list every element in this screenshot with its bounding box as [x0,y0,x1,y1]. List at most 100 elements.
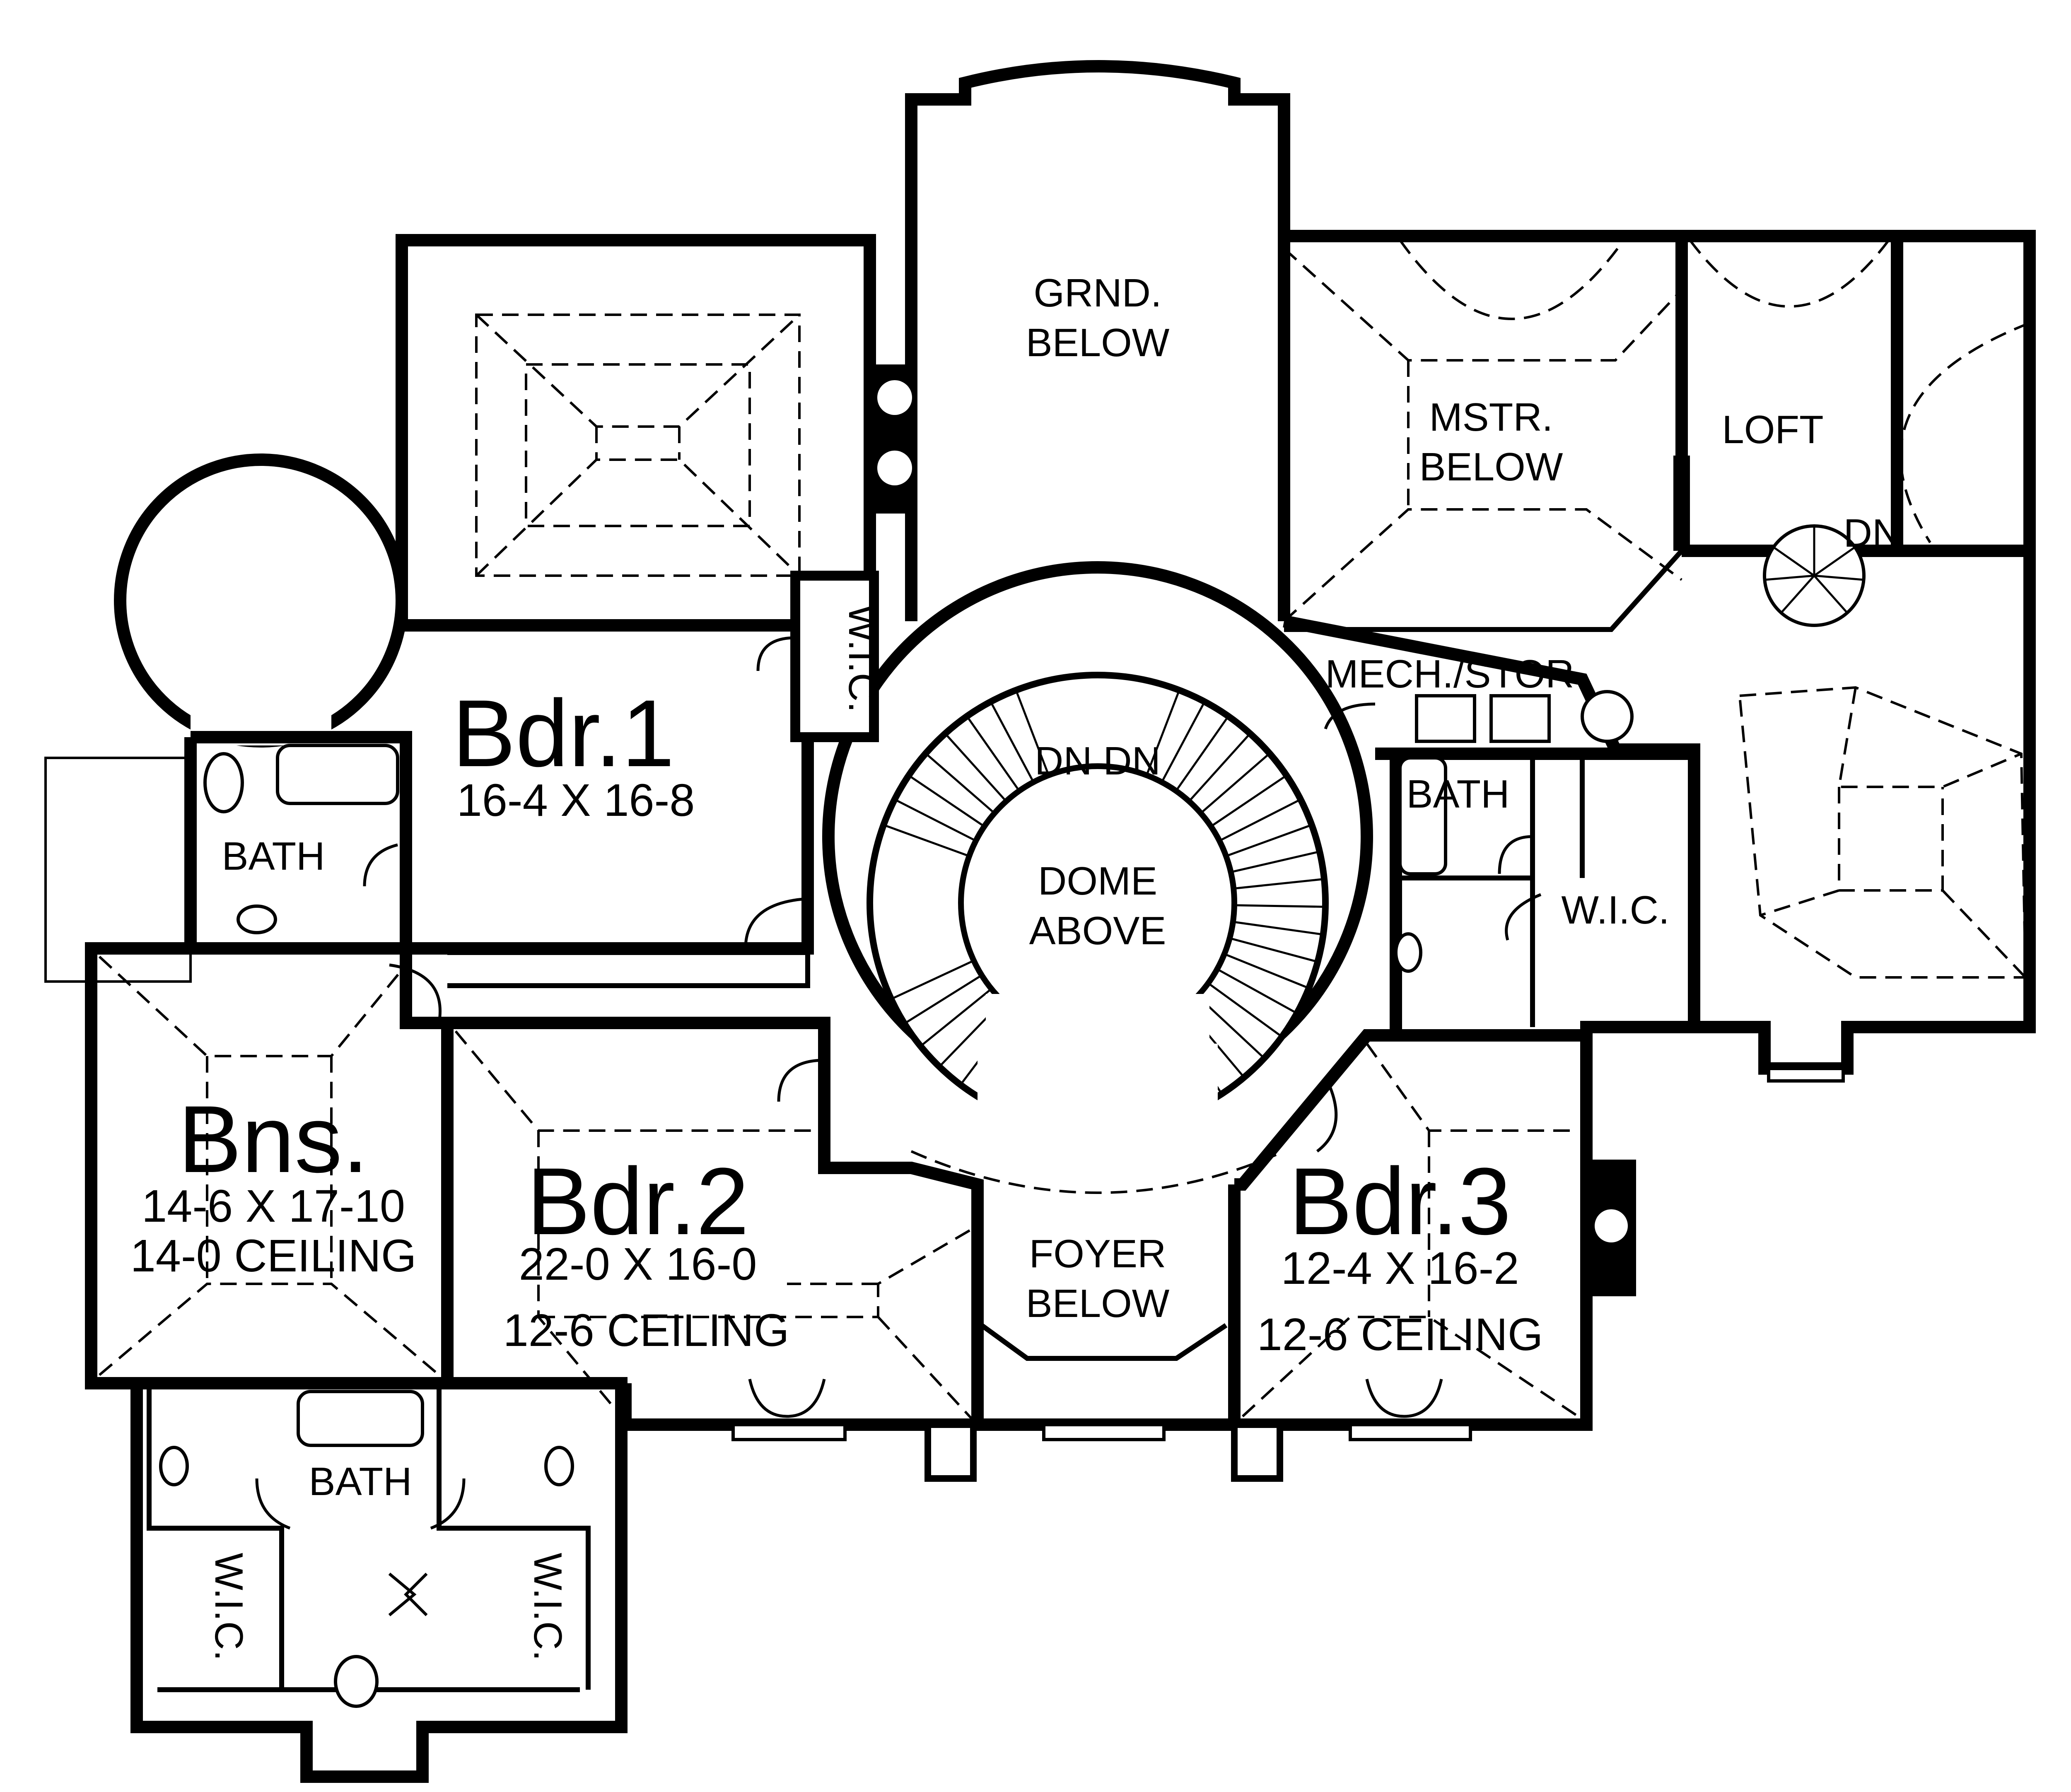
stair-tread [1233,878,1325,890]
dashed-foyer-arc [910,1150,1285,1194]
left-toilet [203,752,244,813]
stair-tread [1224,953,1309,989]
stair-tread [1200,752,1270,814]
left-porch-outline [44,757,192,983]
bdr1-size: 16-4 X 16-8 [457,775,695,826]
door-bdr2 [777,1059,825,1102]
loft-arc [1689,239,1890,308]
stair-tread [1175,716,1229,792]
upper-left-tray-diagonals [475,314,801,577]
stair-dn-label: DN DN [1035,739,1161,783]
stair-tread [1219,798,1301,842]
door-right-wic [1505,893,1542,941]
stair-tread [894,798,977,842]
mech-unit-1 [1415,694,1476,743]
stair-tread [966,716,1020,792]
stair-tread [1230,850,1320,873]
stair-tread [1207,982,1283,1038]
bdr3-size: 12-4 X 16-2 [1281,1243,1519,1294]
window-bdr2 [731,1423,847,1441]
right-arc [1899,322,2030,543]
foyer-label-1: FOYER [1029,1232,1166,1276]
stair-tread [990,701,1035,783]
mech-label: MECH./STOR [1325,652,1574,696]
bdr3-tray [1241,1043,1579,1418]
bdr3-ceiling: 12-6 CEILING [1257,1309,1543,1360]
loft-dn-label: DN [1844,511,1901,555]
bdr2-name: Bdr.2 [526,1148,749,1254]
bottom-tub [297,1390,424,1447]
left-sink [237,904,277,934]
door-bdr2-window [748,1379,826,1418]
door-wic-top [756,636,796,671]
bottom-toilet [334,1655,379,1708]
door-bdr3-window [1365,1379,1443,1418]
bath-bottom-label: BATH [309,1459,412,1504]
grand-column-1 [877,380,912,415]
right-tub [1398,756,1447,875]
stair-tread [1188,733,1251,802]
bdr1-name: Bdr.1 [452,680,674,786]
stair-tread [891,960,974,1000]
wic-wall-block [790,571,879,742]
hall-wall [447,950,810,988]
bump-left [924,1421,977,1482]
window-bdr3 [1349,1423,1472,1441]
right-bath-divider [1396,754,1585,1027]
door-bns [389,963,442,1023]
bdr2-size: 22-0 X 16-0 [519,1239,757,1290]
labels: GRND. BELOW MSTR. BELOW LOFT DN W.I.C. B… [130,271,1901,1661]
left-tub [276,744,399,805]
stair-tread [1229,937,1318,963]
door-bottom-bath [255,1478,466,1530]
mech-unit-2 [1489,694,1551,743]
mstr-arc [1399,239,1625,320]
ceiling-outlines [98,239,2030,1422]
bdr2-tray [454,1030,978,1422]
door-left-bath [363,843,398,887]
door-bdr3 [1316,1076,1338,1153]
stair-tread [908,774,985,827]
stair-tread [1145,690,1180,776]
door-right-bath [1498,835,1533,874]
stair-tread [1217,968,1298,1014]
stair-tread [1233,921,1323,936]
doors [255,636,1845,1616]
stair-tread [904,974,982,1025]
grand-room-wall [905,60,1290,621]
round-tower-wall [114,453,408,748]
grand-label-2: BELOW [1026,321,1170,365]
bdr2-wall [447,1017,984,1431]
loft-spiral-treads [1764,526,1864,614]
bdr2-ceiling: 12-6 CEILING [503,1305,789,1356]
bns-size: 14-6 X 17-10 [142,1181,405,1232]
bump-right [1231,1421,1283,1482]
stair-tread [1210,774,1287,827]
bottom-bath-wing-wall [91,1377,628,1783]
right-sink [1394,932,1422,973]
stair-tread [883,824,970,857]
stair-tread [944,733,1007,802]
bath-right-label: BATH [1407,772,1510,816]
wic-top-label: W.I.C. [840,604,885,712]
upper-left-tray-outer [475,314,801,577]
bottom-sink-right [544,1446,574,1486]
wic-br-label: W.I.C. [526,1553,570,1661]
doors-bottom-wic [388,1573,428,1616]
stair-tread [1015,690,1050,776]
stair-tread [925,752,995,814]
upper-left-tray-inner [525,363,751,527]
right-tray [1738,686,2027,979]
window-right-wing [1767,1067,1845,1083]
stair-tread [920,988,992,1047]
fixtures [159,524,1866,1708]
bns-name: Bns. [178,1086,369,1192]
stair-core [822,561,1373,1242]
bns-tray [98,955,440,1376]
wic-right-label: W.I.C. [1561,888,1669,932]
mstr-label-2: BELOW [1419,445,1563,489]
stair-tread [1226,824,1312,857]
loft-label: LOFT [1722,408,1823,452]
dome-opening [978,1044,1218,1180]
bottom-sink-left [159,1446,189,1486]
